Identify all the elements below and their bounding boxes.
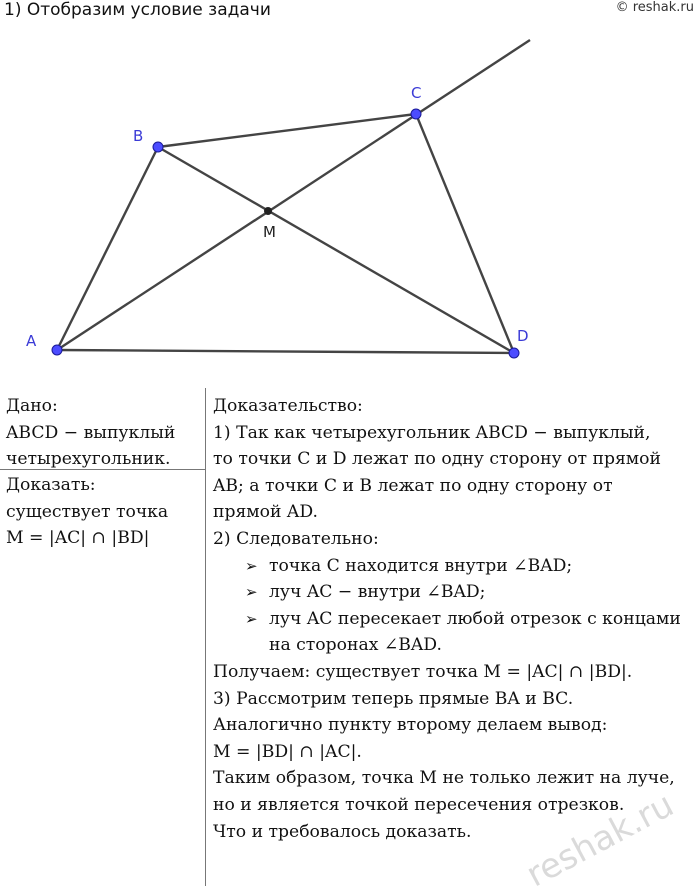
proof-line: прямой AD. bbox=[213, 502, 318, 523]
label-a: A bbox=[26, 332, 37, 350]
label-m: M bbox=[263, 223, 276, 241]
section-title: 1) Отобразим условие задачи bbox=[4, 0, 271, 20]
point-b bbox=[152, 141, 164, 153]
given-prove-divider bbox=[0, 469, 206, 470]
point-m bbox=[264, 207, 272, 215]
proof-line: Что и требовалось доказать. bbox=[213, 821, 472, 842]
prove-line: существует точка bbox=[6, 501, 169, 522]
segment-cd bbox=[414, 113, 516, 354]
proof-block: Доказательство: 1) Так как четырехугольн… bbox=[213, 393, 698, 845]
proof-line: 2) Следовательно: bbox=[213, 528, 379, 549]
proof-line: 3) Рассмотрим теперь прямые BA и BC. bbox=[213, 688, 574, 709]
arrow-bullet-icon: ➢ bbox=[245, 583, 258, 602]
segment-bc bbox=[157, 112, 417, 149]
given-line: ABCD − выпуклый bbox=[6, 422, 176, 443]
arrow-bullet-icon: ➢ bbox=[245, 609, 258, 628]
proof-line: Получаем: существует точка M = |AC| ∩ |B… bbox=[213, 661, 633, 682]
prove-block: Доказать: существует точка M = |AC| ∩ |B… bbox=[6, 472, 168, 552]
copyright-text: © reshak.ru bbox=[615, 0, 694, 15]
given-heading: Дано: bbox=[6, 396, 58, 416]
proof-line: то точки C и D лежат по одну сторону от … bbox=[213, 449, 661, 470]
arrow-bullet-icon: ➢ bbox=[245, 556, 258, 575]
proof-line: но и является точкой пересечения отрезко… bbox=[213, 794, 625, 815]
bullet-text: луч AC пересекает любой отрезок с концам… bbox=[269, 608, 681, 629]
proof-line: M = |BD| ∩ |AC|. bbox=[213, 741, 362, 762]
segment-bd bbox=[157, 145, 515, 355]
proof-bullet: ➢ точка C находится внутри ∠BAD; bbox=[213, 553, 698, 580]
ray-ac bbox=[56, 38, 531, 352]
prove-line: M = |AC| ∩ |BD| bbox=[6, 528, 150, 549]
proof-line: AB; а точки C и B лежат по одну сторону … bbox=[213, 475, 613, 496]
point-a bbox=[51, 344, 63, 356]
segment-ab bbox=[55, 146, 160, 351]
bullet-text: луч AC − внутри ∠BAD; bbox=[269, 582, 486, 603]
prove-heading: Доказать: bbox=[6, 475, 96, 495]
label-d: D bbox=[517, 327, 529, 345]
geometry-figure: A B C D M bbox=[26, 38, 531, 359]
label-b: B bbox=[133, 127, 143, 145]
point-d bbox=[508, 347, 520, 359]
proof-bullet-continuation: на сторонах ∠BAD. bbox=[269, 635, 442, 656]
given-line: четырехугольник. bbox=[6, 449, 171, 470]
proof-line: Таким образом, точка M не только лежит н… bbox=[213, 768, 675, 789]
bullet-text: точка C находится внутри ∠BAD; bbox=[269, 555, 573, 576]
proof-line: 1) Так как четырехугольник ABCD − выпукл… bbox=[213, 422, 651, 443]
proof-heading: Доказательство: bbox=[213, 396, 363, 416]
given-block: Дано: ABCD − выпуклый четырехугольник. bbox=[6, 393, 175, 473]
proof-line: Аналогично пункту второму делаем вывод: bbox=[213, 715, 608, 736]
column-divider bbox=[205, 388, 206, 886]
proof-bullet: ➢ луч AC − внутри ∠BAD; bbox=[213, 579, 698, 606]
point-c bbox=[410, 108, 422, 120]
segment-ad bbox=[56, 348, 515, 355]
proof-bullet: ➢ луч AC пересекает любой отрезок с конц… bbox=[213, 606, 698, 633]
label-c: C bbox=[411, 84, 421, 102]
